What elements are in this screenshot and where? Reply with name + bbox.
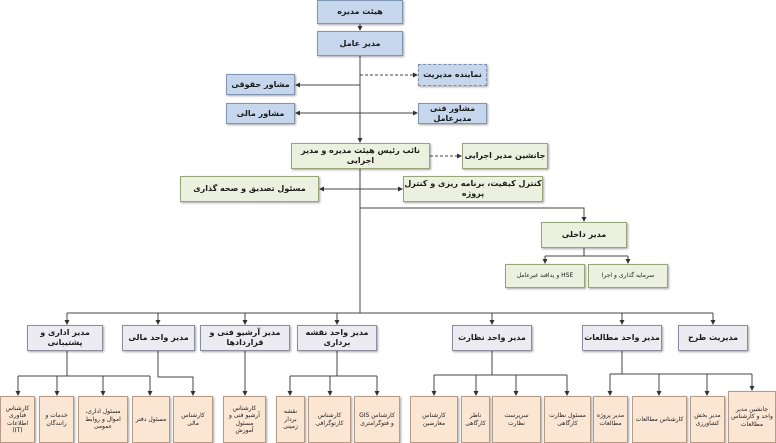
unit-project-management: مدیریت طرح: [678, 325, 748, 351]
board-box: هیئت مدیره: [317, 0, 403, 24]
unit-supervision: مدیر واحد نظارت: [452, 325, 532, 351]
leaf-archive-expert: کارشناس آرشیو فنی و مسئول آموزش: [223, 396, 266, 443]
unit-archive-contracts: مدیر آرشیو فنی و قراردادها: [200, 325, 290, 351]
deputy-executive-box: جانشین مدیر اجرایی: [462, 143, 548, 169]
management-representative-box: نماینده مدیریت: [418, 64, 487, 86]
leaf-site-supervision-officer: مسئول نظارت کارگاهی: [544, 396, 591, 443]
leaf-land-surveyor: نقشه بردار زمینی: [276, 396, 305, 443]
leaf-objections-expert: کارشناس معارضین: [410, 396, 458, 443]
leaf-cartography-expert: کارشناس کارتوگرافی: [308, 396, 351, 443]
leaf-supervision-head: سرپرست نظارت: [492, 396, 541, 443]
unit-finance: مدیر واحد مالی: [122, 325, 195, 351]
leaf-finance-expert: کارشناس مالی: [173, 396, 213, 443]
leaf-admin-officer: مسئول اداری، اموال و روابط عمومی: [78, 396, 128, 443]
unit-surveying: مدیر واحد نقشه برداری: [297, 325, 377, 351]
leaf-site-supervisor: ناظر کارگاهی: [461, 396, 490, 443]
technical-advisor-box: مشاور فنی مدیرعامل: [418, 103, 487, 124]
ceo-box: مدیر عامل: [317, 31, 403, 56]
unit-admin-support: مدیر اداری و پشتیبانی: [27, 325, 103, 351]
investment-box: سرمایه گذاری و اجرا: [588, 264, 668, 288]
quality-control-box: کنترل کیفیت، برنامه ریزی و کنترل پروژه: [403, 176, 543, 202]
leaf-studies-expert: کارشناس مطالعات: [632, 396, 687, 443]
leaf-studies-project-manager: مدیر پروژه مطالعات: [593, 396, 628, 443]
leaf-it-expert: کارشناس فناوری اطلاعات (IT): [0, 396, 35, 443]
internal-manager-box: مدیر داخلی: [541, 222, 627, 248]
leaf-office-officer: مسئول دفتر: [132, 396, 170, 443]
unit-studies: مدیر واحد مطالعات: [582, 325, 662, 351]
certification-box: مسئول تصدیق و صحه گذاری: [180, 176, 319, 202]
legal-advisor-box: مشاور حقوقی: [226, 74, 295, 95]
leaf-gis-expert: کارشناس GIS و فتوگرامتری: [354, 396, 400, 443]
vice-chair-box: نائب رئیس هیئت مدیره و مدیر اجرایی: [291, 143, 430, 169]
hse-box: HSE و پدافند غیرعامل: [505, 264, 585, 288]
finance-advisor-box: مشاور مالی: [226, 103, 295, 124]
leaf-deputy-studies: جانشین مدیر واحد و کارشناس مطالعات: [728, 391, 776, 443]
leaf-services-drivers: خدمات و رانندگان: [39, 396, 74, 443]
leaf-agriculture-manager: مدیر بخش کشاورزی: [690, 396, 725, 443]
